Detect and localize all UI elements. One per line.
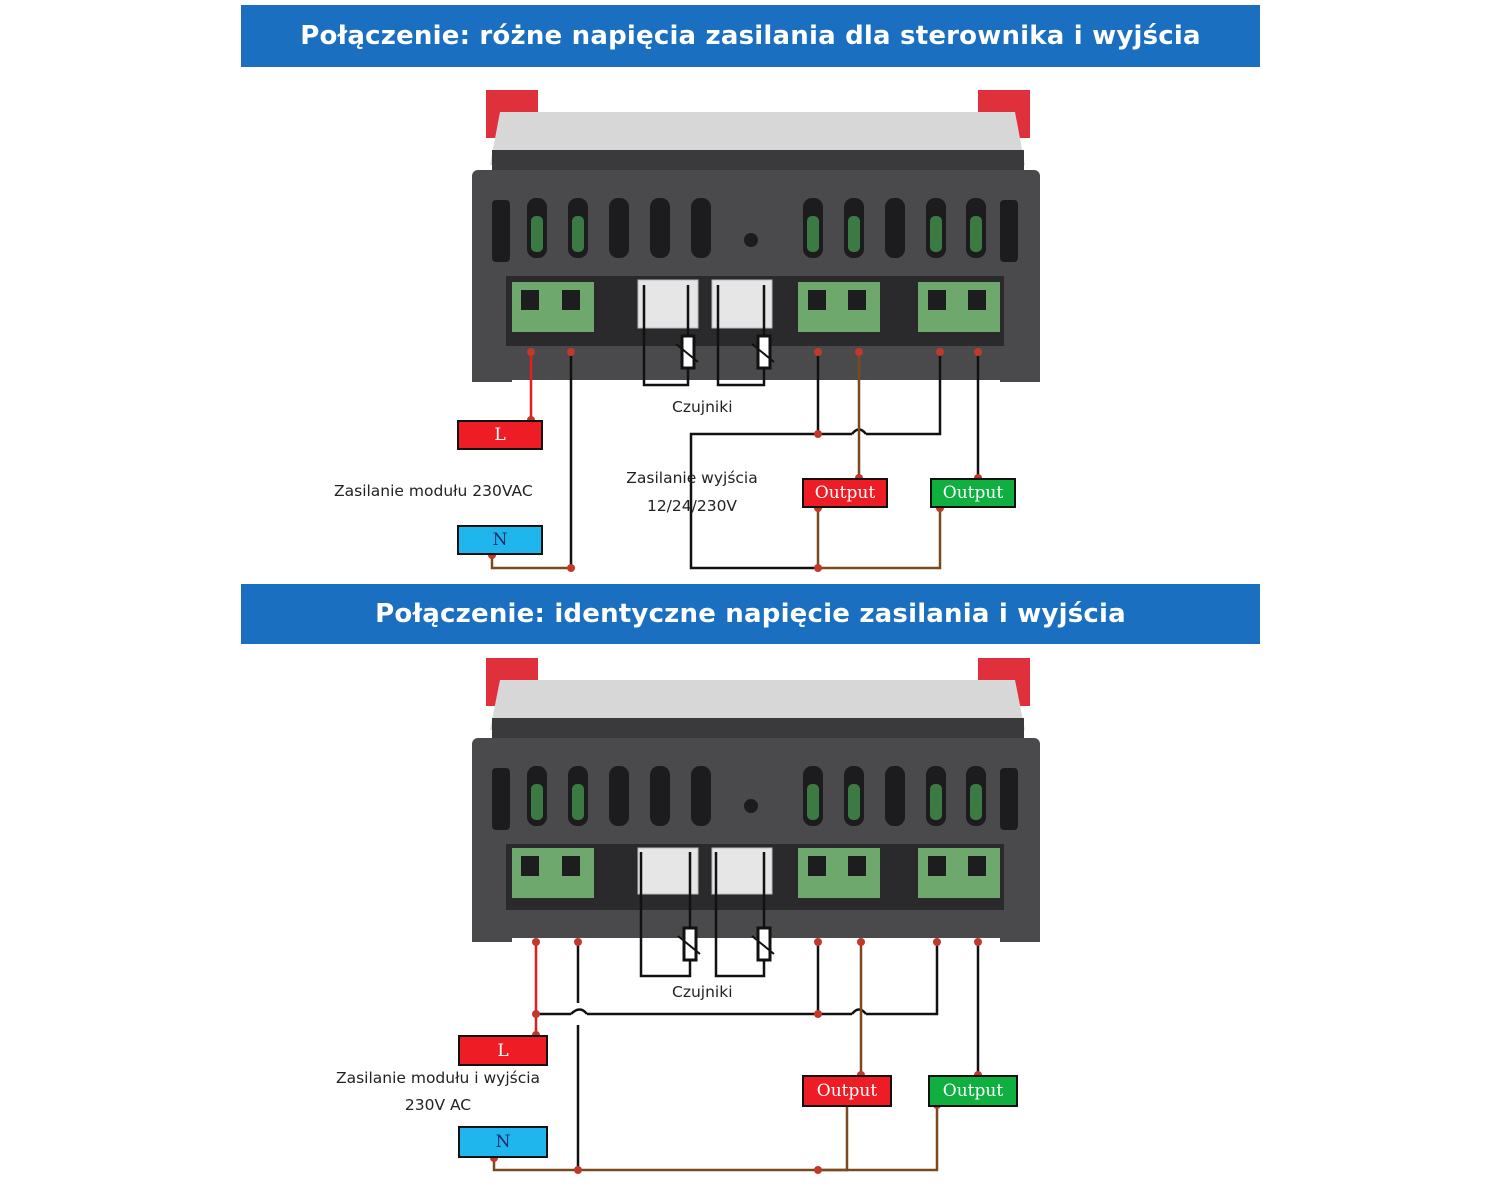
controller-device: [472, 90, 1040, 382]
sensors-label: Czujniki: [672, 398, 733, 416]
section-2-banner: Połączenie: identyczne napięcie zasilani…: [241, 584, 1260, 644]
module-supply-label: Zasilanie modułu 230VAC: [334, 482, 533, 500]
wiring-diagram-2: [472, 658, 1040, 1174]
section-1-banner: Połączenie: różne napięcia zasilania dla…: [241, 5, 1260, 67]
output-supply-label-line-2: 12/24/230V: [646, 497, 738, 515]
output-supply-label-line-1: Zasilanie wyjścia: [626, 469, 758, 487]
output-1-tag: Output: [802, 478, 888, 508]
junction-dots: [488, 348, 982, 572]
output-2-tag: Output: [930, 478, 1016, 508]
sensor-wiring: [639, 852, 766, 978]
output-2-tag: Output: [928, 1075, 1018, 1107]
module-output-supply-label-line-2: 230V AC: [404, 1096, 472, 1114]
live-terminal-tag: L: [458, 1035, 548, 1066]
controller-device: [472, 658, 1040, 942]
live-terminal-tag: L: [457, 420, 543, 450]
wiring-diagram-1: [472, 90, 1040, 572]
neutral-return-wire: [490, 555, 571, 570]
module-output-supply-label-line-1: Zasilanie modułu i wyjścia: [335, 1069, 541, 1087]
sensors-label: Czujniki: [672, 983, 733, 1001]
neutral-terminal-tag: N: [458, 1126, 548, 1158]
diagram-section-1: Połączenie: różne napięcia zasilania dla…: [0, 0, 1500, 578]
neutral-terminal-tag: N: [457, 525, 543, 555]
sensor-thermistor-icon: [675, 334, 775, 370]
common-bus-wire: [536, 942, 980, 1170]
output-brown-wiring: [816, 352, 942, 570]
sensor-thermistor-icon: [677, 926, 775, 962]
output-1-tag: Output: [802, 1075, 892, 1107]
diagram-section-2: Połączenie: identyczne napięcie zasilani…: [0, 580, 1500, 1200]
junction-dots: [490, 938, 982, 1174]
